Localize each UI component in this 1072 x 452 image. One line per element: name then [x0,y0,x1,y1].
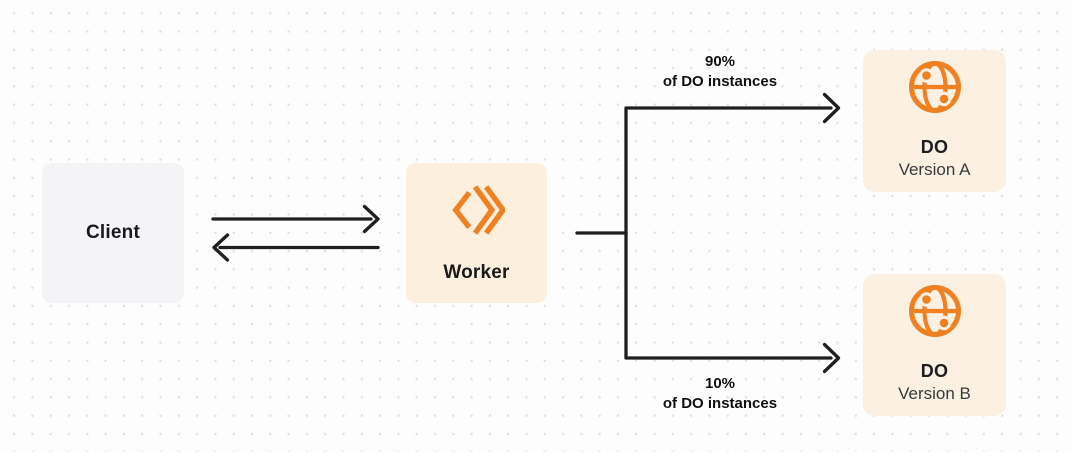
branch-connector [575,92,841,374]
do-version-a-node: DO Version A [863,50,1006,192]
do-a-subtitle: Version A [898,159,971,179]
client-node: Client [42,163,184,303]
client-label: Client [86,222,140,243]
worker-label: Worker [443,262,510,283]
do-b-title: DO [920,360,949,381]
worker-node: Worker [406,163,547,303]
arrow-worker-to-client [212,233,380,262]
branch-bottom-label: 10% of DO instances [630,374,810,414]
do-version-b-node: DO Version B [863,274,1006,416]
arrow-client-to-worker [211,204,380,234]
globe-icon [906,58,964,116]
branch-bottom-caption: of DO instances [662,395,778,412]
do-b-subtitle: Version B [898,383,971,403]
branch-bottom-percent: 10% [704,375,736,392]
do-a-title: DO [920,136,949,157]
branch-top-label: 90% of DO instances [630,52,810,92]
workers-chevrons-icon [449,182,505,238]
branch-top-caption: of DO instances [662,73,778,90]
globe-icon [906,282,964,340]
branch-top-percent: 90% [704,53,736,70]
